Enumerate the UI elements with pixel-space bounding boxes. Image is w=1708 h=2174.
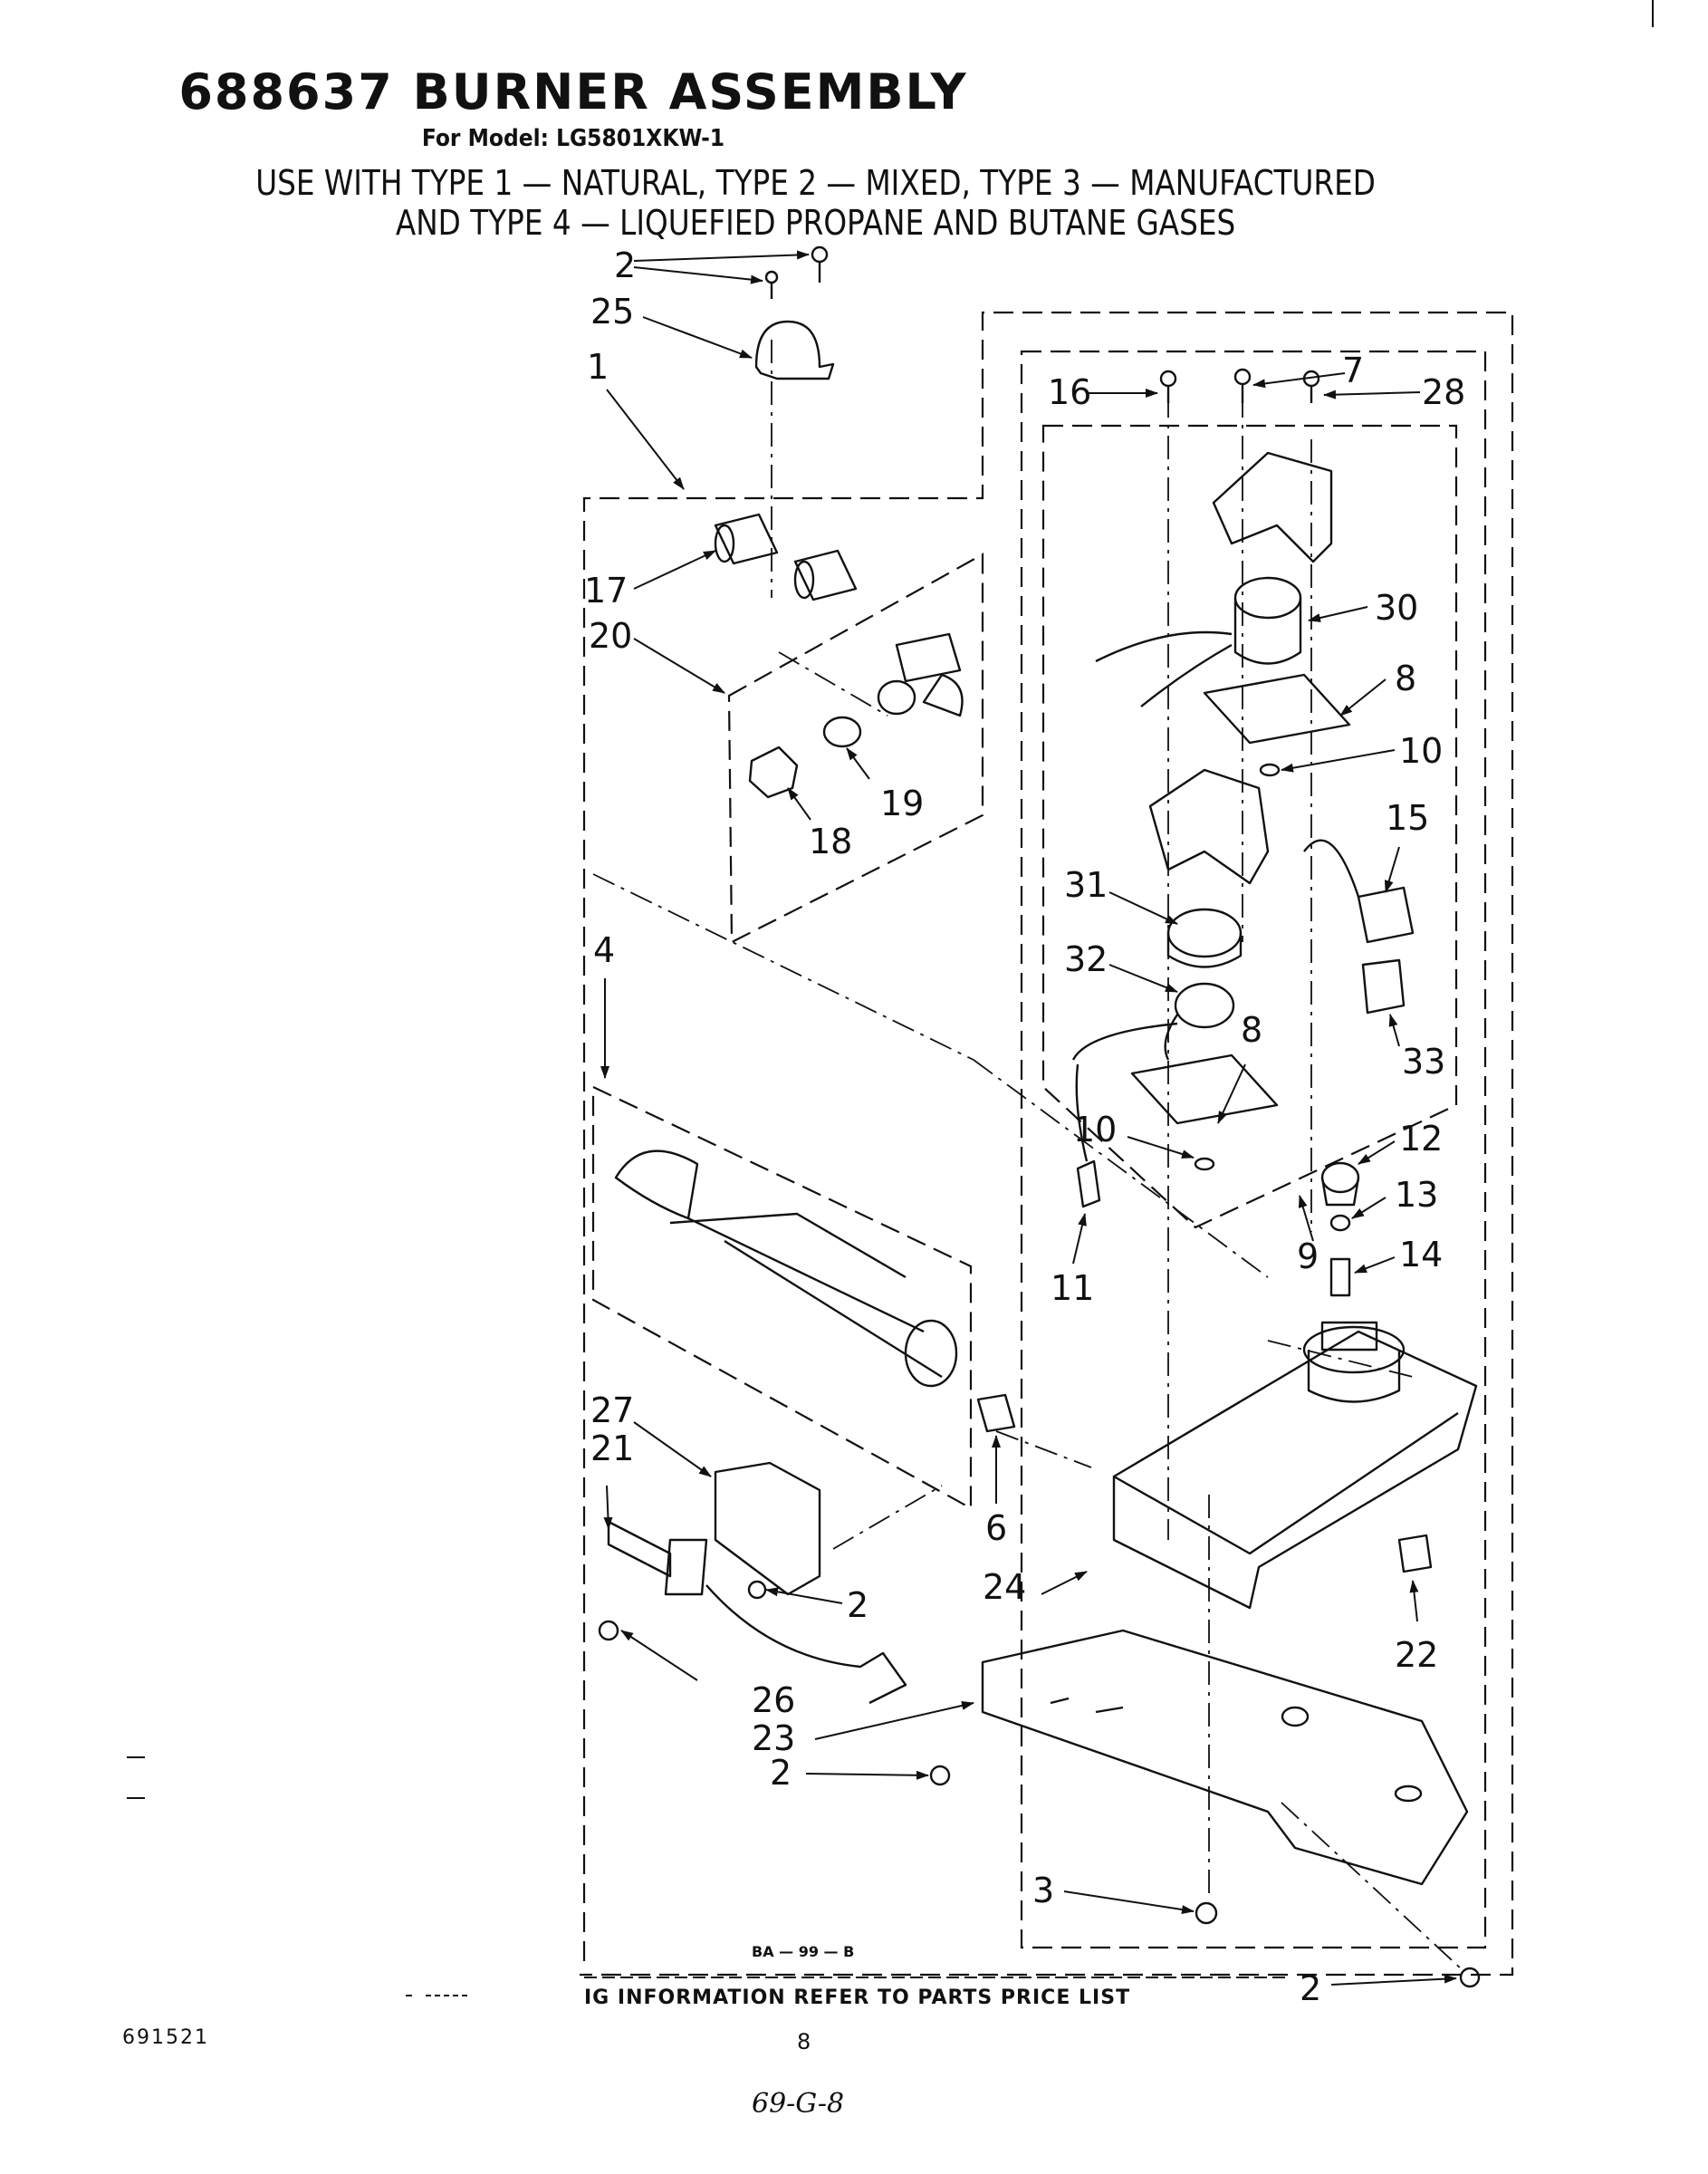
- part-drawings: [598, 245, 1481, 1988]
- callout-7: 7: [1342, 351, 1364, 390]
- callout-31: 31: [1064, 865, 1108, 905]
- callout-24: 24: [983, 1567, 1026, 1607]
- callout-20: 20: [589, 616, 632, 656]
- callout-9: 9: [1297, 1236, 1319, 1276]
- leader-arrows: [600, 250, 1457, 1986]
- model-subtitle: For Model: LG5801XKW-1: [421, 125, 725, 152]
- callout-30: 30: [1375, 588, 1418, 628]
- gas-usage-line-2: AND TYPE 4 — LIQUEFIED PROPANE AND BUTAN…: [395, 203, 1236, 243]
- callout-23: 23: [752, 1718, 795, 1758]
- callout-12: 12: [1399, 1119, 1443, 1159]
- callout-2-top: 2: [614, 245, 636, 285]
- callout-16: 16: [1048, 372, 1091, 412]
- callout-32: 32: [1064, 939, 1108, 979]
- handwritten-note: 69-G-8: [752, 2088, 845, 2120]
- callout-22: 22: [1395, 1635, 1438, 1675]
- callout-26: 26: [752, 1680, 795, 1720]
- callout-14: 14: [1399, 1235, 1443, 1275]
- callout-2-igniter: 2: [847, 1585, 868, 1625]
- callout-11: 11: [1051, 1268, 1094, 1308]
- assembly-boundary-outer: [580, 311, 1514, 1977]
- callout-8-lower: 8: [1241, 1010, 1262, 1050]
- callout-10-lower: 10: [1073, 1110, 1117, 1150]
- callout-numbers: 2 25 1 17 20 19 18 4 27 21 6 2 24 26 23 …: [584, 245, 1465, 2008]
- document-number: 691521: [122, 2026, 209, 2049]
- page-title: 688637 BURNER ASSEMBLY: [178, 63, 968, 120]
- callout-8-upper: 8: [1395, 659, 1416, 698]
- callout-13: 13: [1395, 1175, 1438, 1215]
- callout-4: 4: [593, 930, 615, 970]
- callout-1: 1: [587, 347, 609, 387]
- callout-28: 28: [1422, 372, 1465, 412]
- callout-10-upper: 10: [1399, 731, 1443, 771]
- callout-2-base: 2: [770, 1753, 792, 1793]
- page-number: 8: [797, 2029, 811, 2054]
- callout-15: 15: [1386, 798, 1429, 838]
- callout-2-bottom: 2: [1300, 1968, 1321, 2008]
- callout-18: 18: [809, 822, 852, 861]
- callout-33: 33: [1402, 1042, 1445, 1082]
- diagram-code: BA — 99 — B: [752, 1943, 854, 1960]
- callout-17: 17: [584, 571, 628, 611]
- parts-price-list-note: IG INFORMATION REFER TO PARTS PRICE LIST: [584, 1986, 1131, 2009]
- gas-usage-line-1: USE WITH TYPE 1 — NATURAL, TYPE 2 — MIXE…: [255, 163, 1376, 203]
- callout-25: 25: [590, 292, 634, 332]
- callout-21: 21: [590, 1428, 634, 1468]
- footer-marks: [127, 0, 1654, 1996]
- callout-6: 6: [985, 1508, 1007, 1548]
- callout-3: 3: [1032, 1871, 1054, 1910]
- callout-27: 27: [590, 1390, 634, 1430]
- assembly-center-lines: [592, 340, 1463, 1971]
- callout-19: 19: [880, 784, 924, 823]
